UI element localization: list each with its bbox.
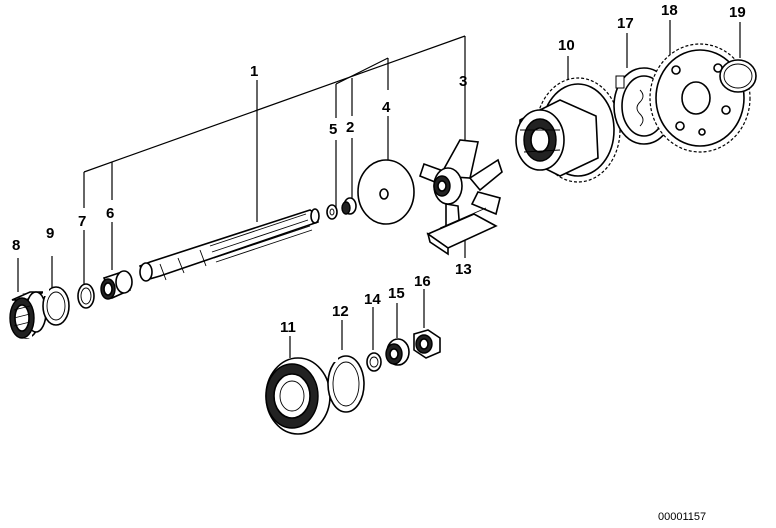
nut-part-16 <box>413 329 441 359</box>
callout-7: 7 <box>78 213 86 230</box>
ring-part-19 <box>719 59 757 93</box>
impeller-part-3 <box>419 139 503 233</box>
callout-4: 4 <box>382 99 391 116</box>
shaft-seal-part-11 <box>265 357 331 435</box>
sleeve-part-6 <box>100 270 133 300</box>
callout-2: 2 <box>346 119 354 136</box>
callout-10: 10 <box>558 37 575 54</box>
snap-ring-part-7 <box>77 283 95 309</box>
block-part-13 <box>426 207 498 256</box>
spacer-part-2 <box>341 197 357 215</box>
callout-3: 3 <box>459 73 467 90</box>
callout-16: 16 <box>414 273 431 290</box>
callout-11: 11 <box>280 319 296 336</box>
circlip-part-9 <box>42 286 70 326</box>
washer-part-4 <box>357 159 415 225</box>
callout-19: 19 <box>729 4 746 21</box>
circlip-part-12 <box>327 352 365 413</box>
callout-18: 18 <box>661 2 678 19</box>
callout-9: 9 <box>46 225 54 242</box>
spacer-part-5 <box>326 204 338 220</box>
shaft-part-1 <box>138 208 320 282</box>
callout-17: 17 <box>617 15 634 32</box>
callout-14: 14 <box>364 291 381 308</box>
callout-15: 15 <box>388 285 405 302</box>
callout-8: 8 <box>12 237 20 254</box>
callout-1: 1 <box>250 63 258 80</box>
needle-bearing-part-8 <box>9 291 47 339</box>
callout-5: 5 <box>329 121 337 138</box>
leader-lines <box>17 20 741 358</box>
callout-labels: 1 2 3 4 5 6 7 8 9 10 11 12 13 14 15 16 1… <box>12 2 746 336</box>
drive-gear-part-10 <box>515 77 621 183</box>
bushing-part-15 <box>385 338 410 366</box>
callout-6: 6 <box>106 205 114 222</box>
document-number: 00001157 <box>658 511 706 523</box>
callout-12: 12 <box>332 303 349 320</box>
o-ring-part-14 <box>366 352 382 372</box>
callout-13: 13 <box>455 261 472 278</box>
